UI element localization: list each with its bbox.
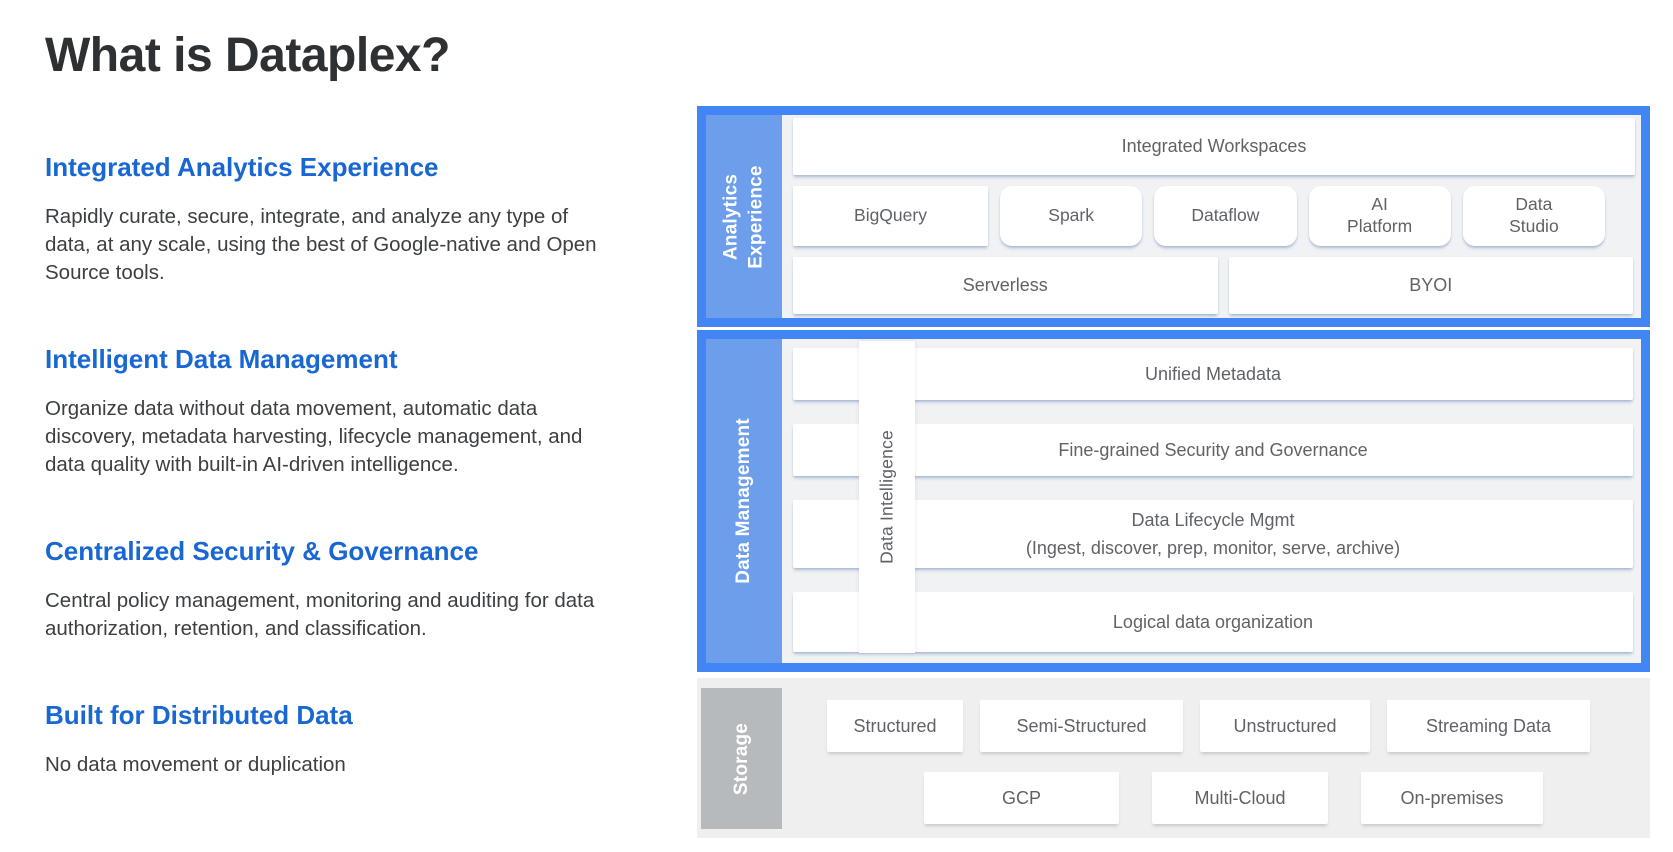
serverless-label: Serverless bbox=[962, 275, 1048, 295]
data-studio-label: Data Studio bbox=[1509, 194, 1559, 236]
analytics-experience-frame: Analytics Experience Integrated Workspac… bbox=[697, 106, 1650, 327]
storage-sidebar: Storage bbox=[701, 688, 782, 829]
analytics-experience-label: Analytics Experience bbox=[720, 164, 766, 269]
section-body: Central policy management, monitoring an… bbox=[45, 588, 595, 640]
on-premises-box: On-premises bbox=[1361, 772, 1543, 824]
on-premises-label: On-premises bbox=[1400, 787, 1504, 808]
data-management-label: Data Management bbox=[733, 418, 754, 584]
section-integrated-analytics: Integrated Analytics Experience Rapidly … bbox=[45, 152, 605, 287]
unified-metadata-label: Unified Metadata bbox=[1144, 364, 1282, 384]
byoi-box: BYOI bbox=[1228, 257, 1633, 314]
section-body: Rapidly curate, secure, integrate, and a… bbox=[45, 205, 597, 285]
storage-band: Storage Structured Semi-Structured Unstr… bbox=[697, 678, 1650, 838]
gcp-label: GCP bbox=[1001, 787, 1041, 808]
semi-structured-label: Semi-Structured bbox=[1016, 715, 1147, 736]
data-lifecycle-box: Data Lifecycle Mgmt (Ingest, discover, p… bbox=[793, 500, 1633, 568]
dataplex-architecture-diagram: Analytics Experience Integrated Workspac… bbox=[697, 106, 1650, 838]
unstructured-label: Unstructured bbox=[1233, 715, 1337, 736]
data-management-content: Unified Metadata Fine-grained Security a… bbox=[782, 339, 1641, 663]
gcp-box: GCP bbox=[924, 772, 1119, 824]
analytics-tools-row: BigQuery Spark Dataflow AI Platform Data… bbox=[793, 186, 1635, 246]
streaming-data-box: Streaming Data bbox=[1387, 700, 1590, 752]
section-heading: Centralized Security & Governance bbox=[45, 535, 479, 566]
storage-types-row: Structured Semi-Structured Unstructured … bbox=[827, 700, 1590, 752]
spark-label: Spark bbox=[1048, 205, 1094, 226]
serverless-box: Serverless bbox=[793, 257, 1218, 314]
unstructured-box: Unstructured bbox=[1200, 700, 1370, 752]
logical-data-organization-box: Logical data organization bbox=[793, 592, 1633, 652]
integrated-workspaces-label: Integrated Workspaces bbox=[1121, 136, 1307, 156]
section-heading: Integrated Analytics Experience bbox=[45, 152, 439, 183]
logical-data-organization-label: Logical data organization bbox=[1112, 612, 1314, 632]
structured-label: Structured bbox=[853, 715, 937, 736]
spark-box: Spark bbox=[1000, 186, 1143, 246]
analytics-experience-content: Integrated Workspaces BigQuery Spark Dat… bbox=[782, 115, 1641, 318]
multi-cloud-box: Multi-Cloud bbox=[1152, 772, 1328, 824]
analytics-runtime-row: Serverless BYOI bbox=[793, 257, 1635, 314]
section-distributed-data: Built for Distributed Data No data movem… bbox=[45, 699, 605, 779]
bigquery-box: BigQuery bbox=[793, 186, 988, 246]
structured-box: Structured bbox=[827, 700, 963, 752]
ai-platform-label: AI Platform bbox=[1347, 194, 1413, 236]
section-body: Organize data without data movement, aut… bbox=[45, 396, 583, 476]
unified-metadata-box: Unified Metadata bbox=[793, 348, 1633, 400]
data-management-sidebar: Data Management bbox=[706, 339, 782, 663]
analytics-experience-sidebar: Analytics Experience bbox=[706, 115, 782, 318]
dataflow-label: Dataflow bbox=[1191, 205, 1260, 226]
multi-cloud-label: Multi-Cloud bbox=[1194, 787, 1286, 808]
section-body: No data movement or duplication bbox=[45, 752, 346, 776]
data-studio-box: Data Studio bbox=[1462, 186, 1605, 246]
integrated-workspaces-box: Integrated Workspaces bbox=[793, 118, 1635, 175]
bigquery-label: BigQuery bbox=[854, 205, 927, 226]
page-title: What is Dataplex? bbox=[45, 29, 450, 82]
section-heading: Intelligent Data Management bbox=[45, 344, 398, 375]
storage-locations-row: GCP Multi-Cloud On-premises bbox=[827, 772, 1590, 824]
semi-structured-box: Semi-Structured bbox=[980, 700, 1183, 752]
data-management-frame: Data Management Unified Metadata Fine-gr… bbox=[697, 330, 1650, 672]
data-intelligence-label: Data Intelligence bbox=[876, 430, 897, 564]
data-lifecycle-label: Data Lifecycle Mgmt (Ingest, discover, p… bbox=[1025, 510, 1401, 558]
byoi-label: BYOI bbox=[1409, 275, 1453, 295]
data-intelligence-strip: Data Intelligence bbox=[859, 341, 915, 653]
streaming-data-label: Streaming Data bbox=[1425, 715, 1552, 736]
section-heading: Built for Distributed Data bbox=[45, 699, 353, 730]
security-governance-box: Fine-grained Security and Governance bbox=[793, 424, 1633, 476]
left-column: What is Dataplex? Integrated Analytics E… bbox=[45, 28, 605, 837]
ai-platform-box: AI Platform bbox=[1308, 186, 1451, 246]
dataflow-box: Dataflow bbox=[1154, 186, 1297, 246]
section-intelligent-data-management: Intelligent Data Management Organize dat… bbox=[45, 344, 605, 479]
section-centralized-security: Centralized Security & Governance Centra… bbox=[45, 535, 605, 643]
storage-content: Structured Semi-Structured Unstructured … bbox=[827, 678, 1590, 838]
storage-label: Storage bbox=[730, 722, 752, 795]
security-governance-label: Fine-grained Security and Governance bbox=[1058, 440, 1368, 460]
